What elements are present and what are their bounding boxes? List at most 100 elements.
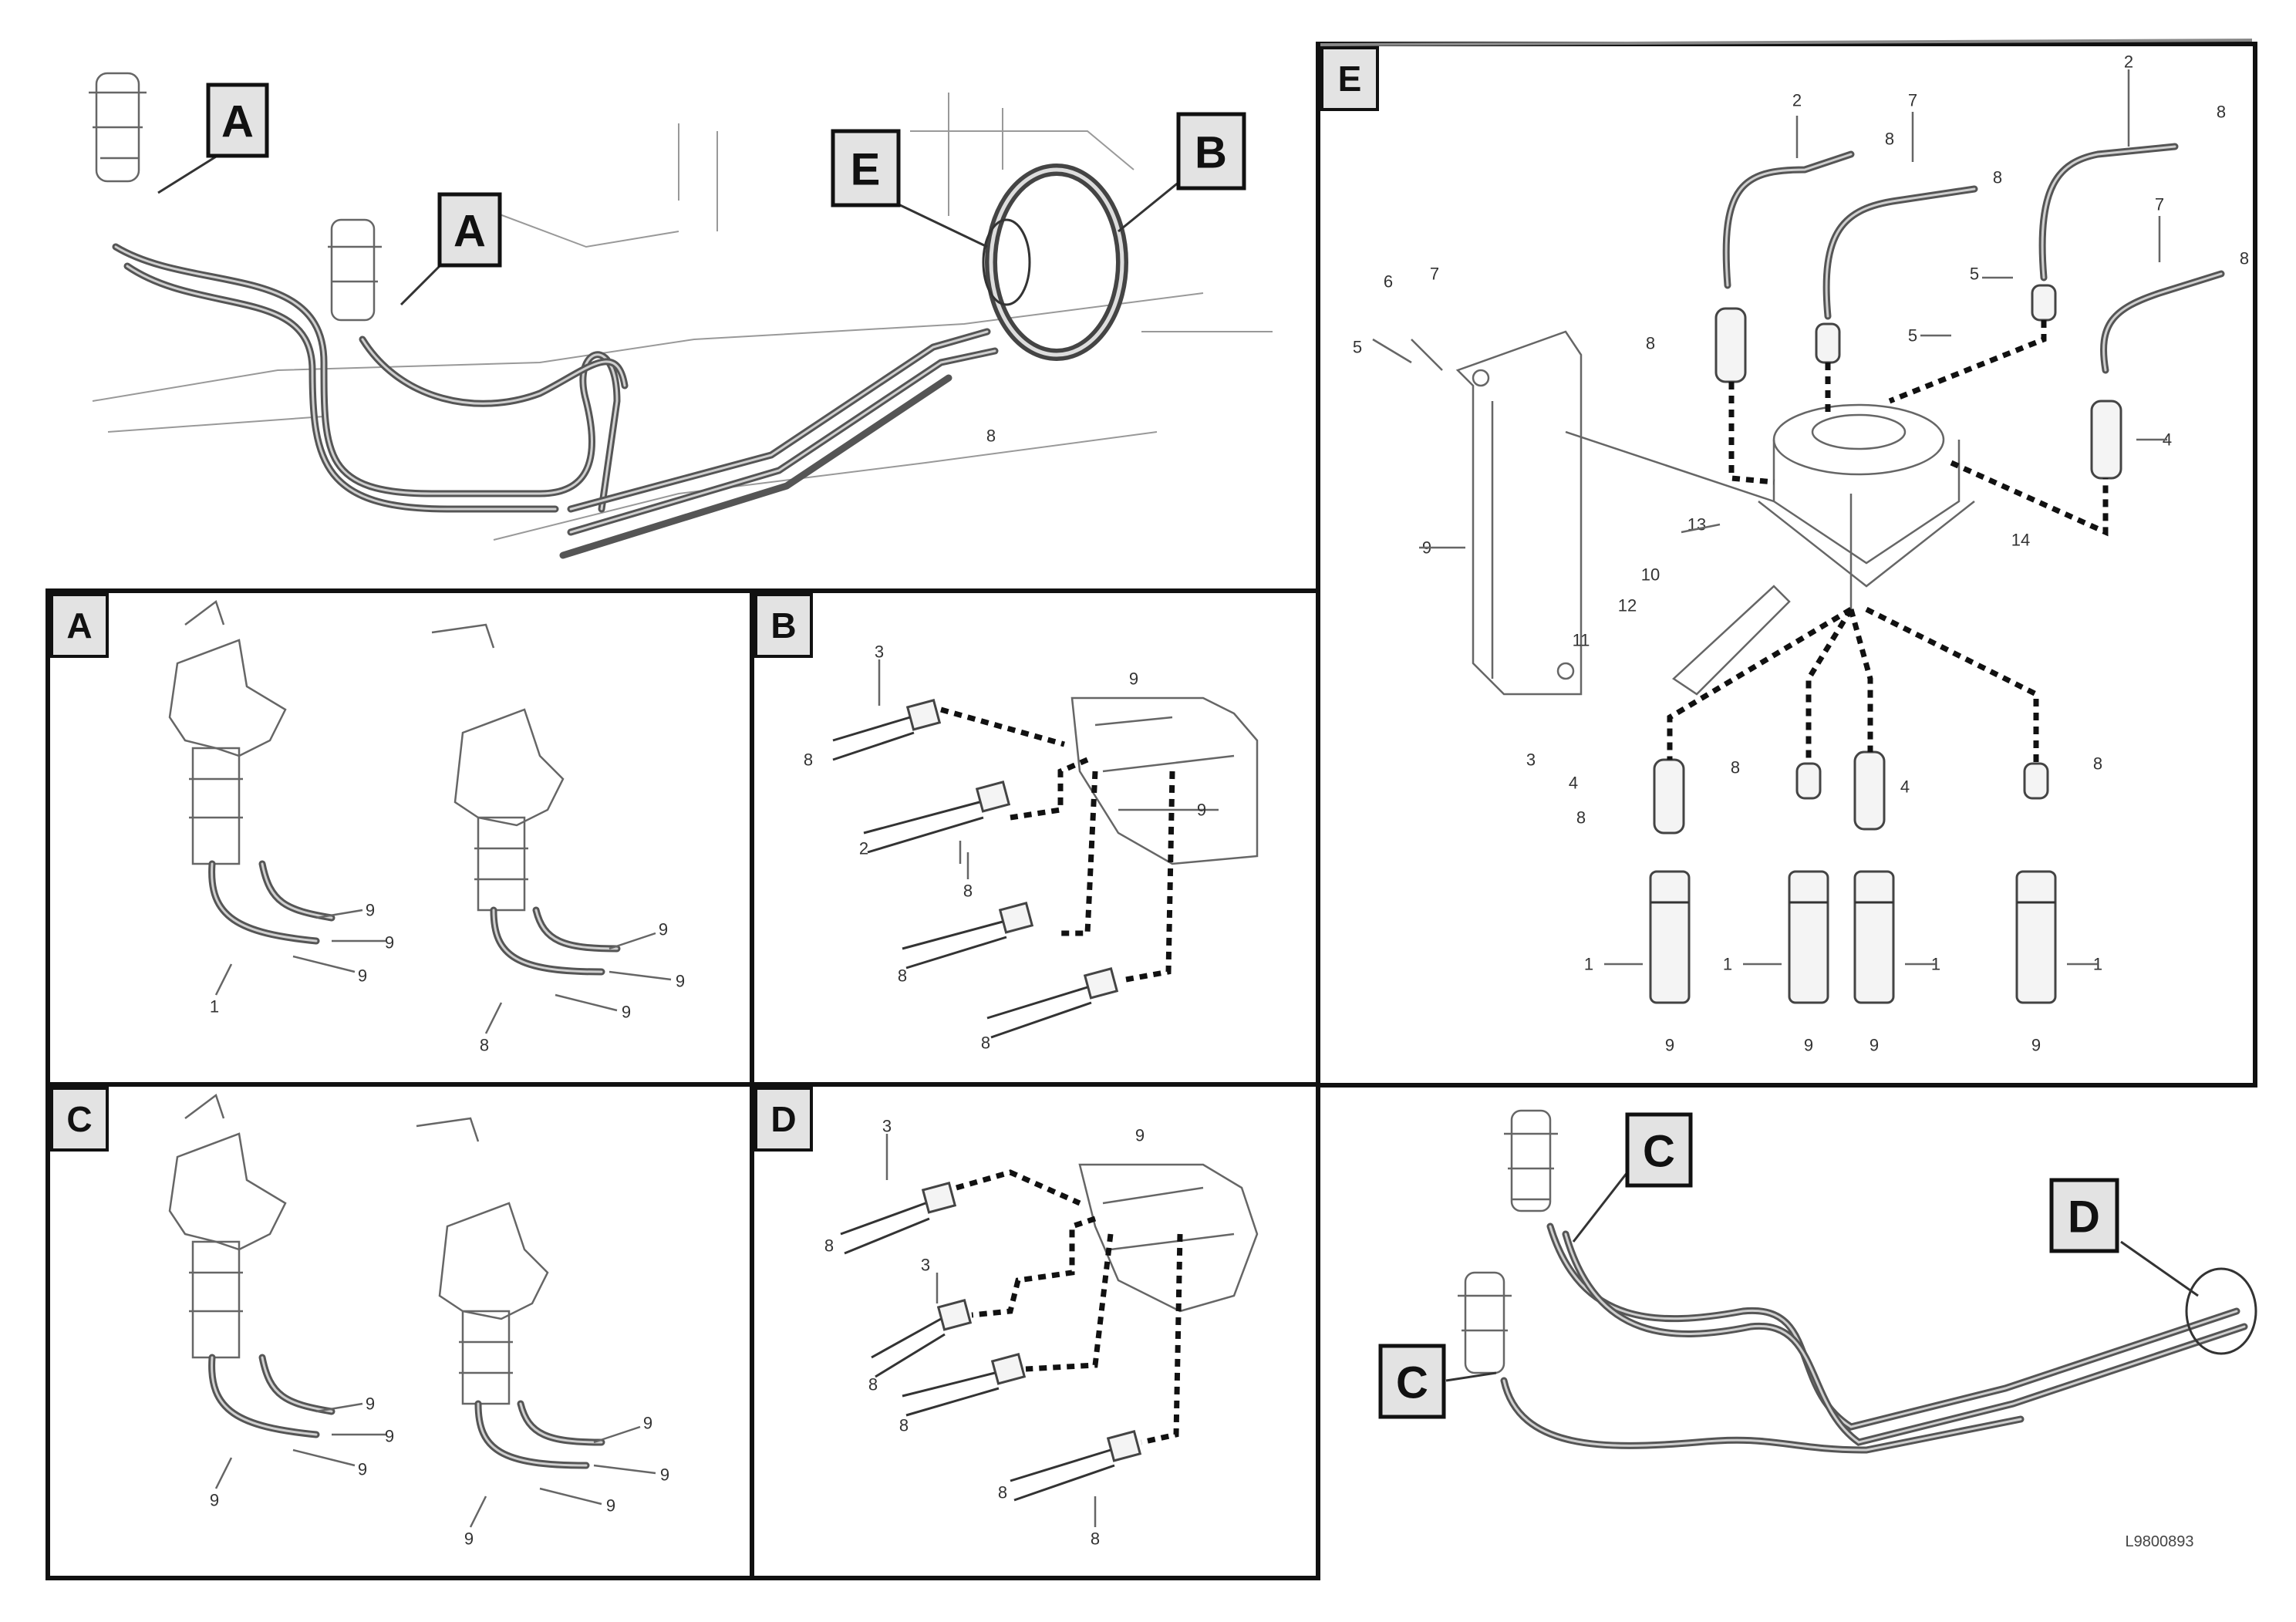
svg-text:8: 8 [986,427,996,446]
svg-text:8: 8 [824,1236,834,1256]
svg-text:9: 9 [660,1465,669,1485]
svg-text:9: 9 [1870,1036,1879,1055]
reference-code: L9800893 [2126,1533,2194,1550]
svg-text:8: 8 [1731,758,1740,777]
svg-text:A: A [221,97,254,147]
svg-text:9: 9 [210,1491,219,1510]
svg-text:2: 2 [1792,91,1802,110]
panel-c-label: C [50,1087,109,1152]
svg-text:9: 9 [622,1003,631,1022]
svg-text:8: 8 [1993,168,2002,187]
svg-text:9: 9 [676,972,685,991]
svg-text:9: 9 [1129,669,1138,689]
svg-text:9: 9 [1197,801,1206,820]
panel-b-drawing: 3 8 2 8 8 8 9 9 [804,642,1259,1053]
svg-text:D: D [2068,1192,2100,1243]
svg-text:9: 9 [1804,1036,1813,1055]
svg-text:9: 9 [1135,1126,1145,1145]
svg-text:8: 8 [1646,334,1655,353]
callout-e: E [831,129,901,207]
panel-a-frame [46,588,754,1087]
svg-text:C: C [1643,1127,1675,1177]
svg-text:5: 5 [1970,265,1979,284]
panel-e-label: E [1320,46,1379,111]
panel-c-drawing: 9 9 9 9 9 9 9 9 [168,1093,669,1549]
svg-text:8: 8 [1576,808,1586,828]
svg-text:9: 9 [1665,1036,1674,1055]
svg-text:9: 9 [358,1460,367,1479]
svg-text:6: 6 [1384,272,1393,292]
svg-text:7: 7 [1908,91,1917,110]
svg-text:3: 3 [921,1256,930,1275]
svg-text:3: 3 [875,642,884,662]
svg-text:8: 8 [2240,249,2249,268]
svg-text:3: 3 [882,1117,892,1136]
svg-text:8: 8 [480,1036,489,1055]
svg-text:8: 8 [981,1034,990,1053]
svg-text:E: E [851,145,881,195]
svg-text:8: 8 [804,750,813,770]
panel-e-frame [1316,42,2257,1088]
callout-c-2: C [1378,1344,1446,1419]
svg-text:10: 10 [1641,565,1660,585]
svg-text:D: D [770,1099,796,1139]
svg-text:1: 1 [1723,955,1732,974]
svg-text:4: 4 [1900,777,1910,797]
svg-text:7: 7 [1430,265,1439,284]
svg-text:9: 9 [464,1529,474,1549]
panel-e-drawing: 2 7 2 7 8 8 8 8 8 5 5 4 6 7 5 9 13 10 12… [1353,52,2249,1055]
panel-d-frame [750,1082,1320,1580]
panel-a-label: A [50,593,109,658]
callout-a-2: A [437,192,502,268]
svg-text:9: 9 [385,1427,394,1446]
callout-b: B [1176,112,1246,191]
svg-text:8: 8 [868,1375,878,1394]
svg-text:9: 9 [358,966,367,986]
svg-text:C: C [1396,1358,1428,1408]
svg-text:8: 8 [2093,754,2102,774]
svg-text:1: 1 [210,997,219,1017]
svg-text:9: 9 [606,1496,615,1516]
svg-text:5: 5 [1353,338,1362,357]
panel-c-frame [46,1082,754,1580]
svg-text:4: 4 [1569,774,1578,793]
svg-text:8: 8 [2217,103,2226,122]
svg-text:5: 5 [1908,326,1917,346]
svg-text:8: 8 [898,966,907,986]
svg-text:11: 11 [1573,631,1590,650]
panel-b-label: B [754,593,813,658]
svg-text:B: B [770,605,796,646]
svg-text:8: 8 [998,1483,1007,1502]
svg-text:9: 9 [366,1394,375,1414]
svg-text:A: A [66,605,92,646]
panel-d-label: D [754,1087,813,1152]
svg-text:2: 2 [859,839,868,858]
svg-text:8: 8 [963,882,973,901]
svg-text:9: 9 [366,901,375,920]
svg-text:9: 9 [2031,1036,2041,1055]
overview-bottom: C C D L9800893 [1378,1109,2257,1550]
overview-top: 8 A A E B [89,72,1273,559]
svg-text:E: E [1338,59,1362,99]
svg-text:8: 8 [1885,130,1894,149]
svg-text:12: 12 [1618,596,1637,615]
svg-text:9: 9 [643,1414,652,1433]
svg-text:7: 7 [2155,195,2164,214]
svg-text:B: B [1195,128,1227,178]
svg-text:3: 3 [1526,750,1536,770]
svg-text:9: 9 [385,933,394,953]
svg-text:2: 2 [2124,52,2133,72]
svg-text:1: 1 [1584,955,1593,974]
svg-text:C: C [66,1099,92,1139]
callout-a-1: A [206,83,269,158]
svg-text:8: 8 [899,1416,909,1435]
panel-b-frame [750,588,1320,1087]
callout-c-1: C [1625,1112,1693,1188]
svg-text:14: 14 [2011,531,2030,550]
callout-d: D [2049,1178,2119,1253]
svg-text:9: 9 [659,920,668,939]
svg-text:A: A [453,207,486,257]
panel-d-drawing: 3 8 3 8 8 8 8 9 [824,1117,1259,1549]
svg-text:8: 8 [1091,1529,1100,1549]
